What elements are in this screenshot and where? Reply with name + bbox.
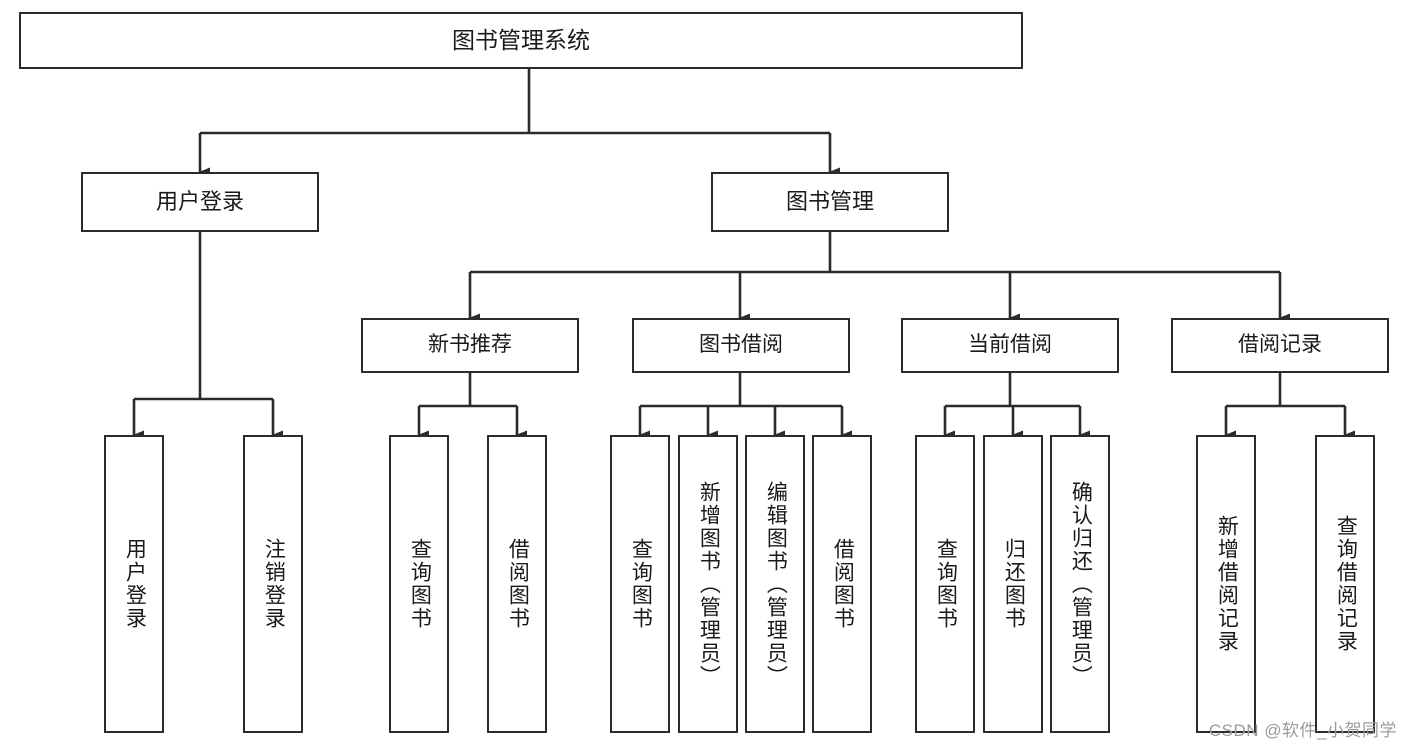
node-leaf-borrow-record-1[interactable]: 查询借阅记录 bbox=[1315, 435, 1375, 733]
node-leaf-book-borrow-2[interactable]: 编辑图书（管理员） bbox=[745, 435, 805, 733]
node-new-book-recommend[interactable]: 新书推荐 bbox=[361, 318, 579, 373]
node-leaf-new-book-recommend-0[interactable]: 查询图书 bbox=[389, 435, 449, 733]
node-leaf-current-borrow-1[interactable]: 归还图书 bbox=[983, 435, 1043, 733]
node-label: 查询图书 bbox=[408, 538, 432, 630]
node-label: 查询借阅记录 bbox=[1334, 515, 1358, 653]
node-leaf-current-borrow-2[interactable]: 确认归还（管理员） bbox=[1050, 435, 1110, 733]
node-label: 用户登录 bbox=[123, 538, 147, 630]
node-book-management[interactable]: 图书管理 bbox=[711, 172, 949, 232]
node-borrow-record[interactable]: 借阅记录 bbox=[1171, 318, 1389, 373]
node-current-borrow[interactable]: 当前借阅 bbox=[901, 318, 1119, 373]
node-leaf-user-login-0[interactable]: 用户登录 bbox=[104, 435, 164, 733]
node-label: 确认归还（管理员） bbox=[1069, 480, 1093, 688]
node-label: 借阅图书 bbox=[506, 538, 530, 630]
node-label: 新书推荐 bbox=[428, 333, 512, 357]
node-leaf-book-borrow-1[interactable]: 新增图书（管理员） bbox=[678, 435, 738, 733]
node-root-system[interactable]: 图书管理系统 bbox=[19, 12, 1023, 69]
node-user-login[interactable]: 用户登录 bbox=[81, 172, 319, 232]
node-leaf-new-book-recommend-1[interactable]: 借阅图书 bbox=[487, 435, 547, 733]
node-label: 用户登录 bbox=[155, 189, 244, 215]
csdn-watermark: CSDN @软件_小贺同学 bbox=[1208, 721, 1397, 740]
node-label: 注销登录 bbox=[262, 538, 286, 630]
node-label: 查询图书 bbox=[934, 538, 958, 630]
node-leaf-book-borrow-3[interactable]: 借阅图书 bbox=[812, 435, 872, 733]
node-label: 当前借阅 bbox=[968, 333, 1052, 357]
node-label: 借阅记录 bbox=[1238, 333, 1322, 357]
node-label: 图书管理系统 bbox=[452, 26, 590, 53]
node-label: 编辑图书（管理员） bbox=[764, 480, 788, 688]
node-label: 图书借阅 bbox=[699, 333, 783, 357]
node-label: 图书管理 bbox=[785, 189, 874, 215]
node-leaf-borrow-record-0[interactable]: 新增借阅记录 bbox=[1196, 435, 1256, 733]
node-label: 查询图书 bbox=[629, 538, 653, 630]
node-leaf-current-borrow-0[interactable]: 查询图书 bbox=[915, 435, 975, 733]
node-label: 新增图书（管理员） bbox=[697, 480, 721, 688]
node-leaf-book-borrow-0[interactable]: 查询图书 bbox=[610, 435, 670, 733]
node-leaf-user-login-1[interactable]: 注销登录 bbox=[243, 435, 303, 733]
node-label: 借阅图书 bbox=[831, 538, 855, 630]
node-label: 归还图书 bbox=[1002, 538, 1026, 630]
node-label: 新增借阅记录 bbox=[1215, 515, 1239, 653]
node-book-borrow[interactable]: 图书借阅 bbox=[632, 318, 850, 373]
